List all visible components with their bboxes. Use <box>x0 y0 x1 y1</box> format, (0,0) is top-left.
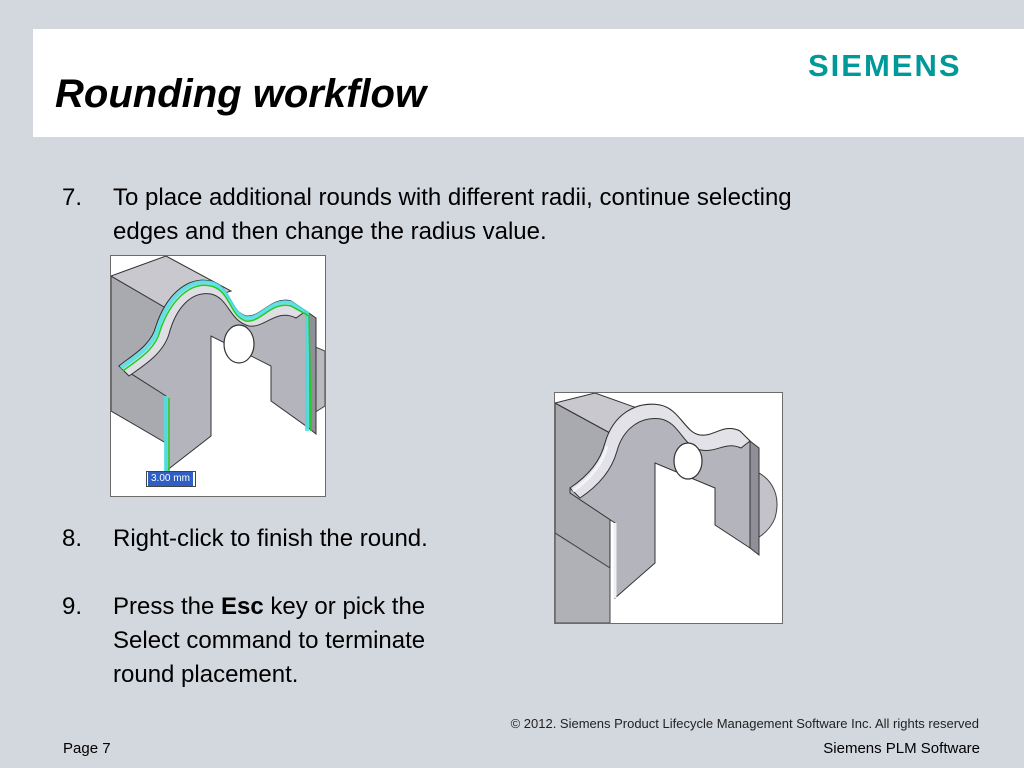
step-text-line: To place additional rounds with differen… <box>113 184 792 211</box>
step-9: 9. Press the Esc key or pick the Select … <box>62 590 522 692</box>
step-number: 8. <box>62 525 83 552</box>
title-band <box>33 29 1024 137</box>
step-text-line: round placement. <box>113 661 299 688</box>
step-7: 7. To place additional rounds with diffe… <box>62 181 962 251</box>
page-number: Page 7 <box>63 740 111 757</box>
figure-round-selection: 3.00 mm <box>110 255 326 497</box>
part-model-rounded <box>555 393 778 623</box>
radius-dimension-label[interactable]: 3.00 mm <box>146 471 196 487</box>
step-number: 9. <box>62 593 83 620</box>
figure-round-result <box>554 392 783 624</box>
slide-title: Rounding workflow <box>55 72 427 116</box>
esc-key-label: Esc <box>221 593 264 620</box>
part-model-selected-edges <box>111 256 325 486</box>
step-text-line: Right-click to finish the round. <box>113 525 428 552</box>
step-text-line: edges and then change the radius value. <box>113 218 547 245</box>
step-text-line: Press the Esc key or pick the <box>113 593 426 620</box>
siemens-logo: SIEMENS <box>808 48 962 83</box>
footer-brand: Siemens PLM Software <box>823 740 980 757</box>
step-text-line: Select command to terminate <box>113 627 426 654</box>
step-number: 7. <box>62 184 83 211</box>
step-8: 8. Right-click to finish the round. <box>62 522 522 556</box>
copyright-notice: © 2012. Siemens Product Lifecycle Manage… <box>510 716 979 731</box>
